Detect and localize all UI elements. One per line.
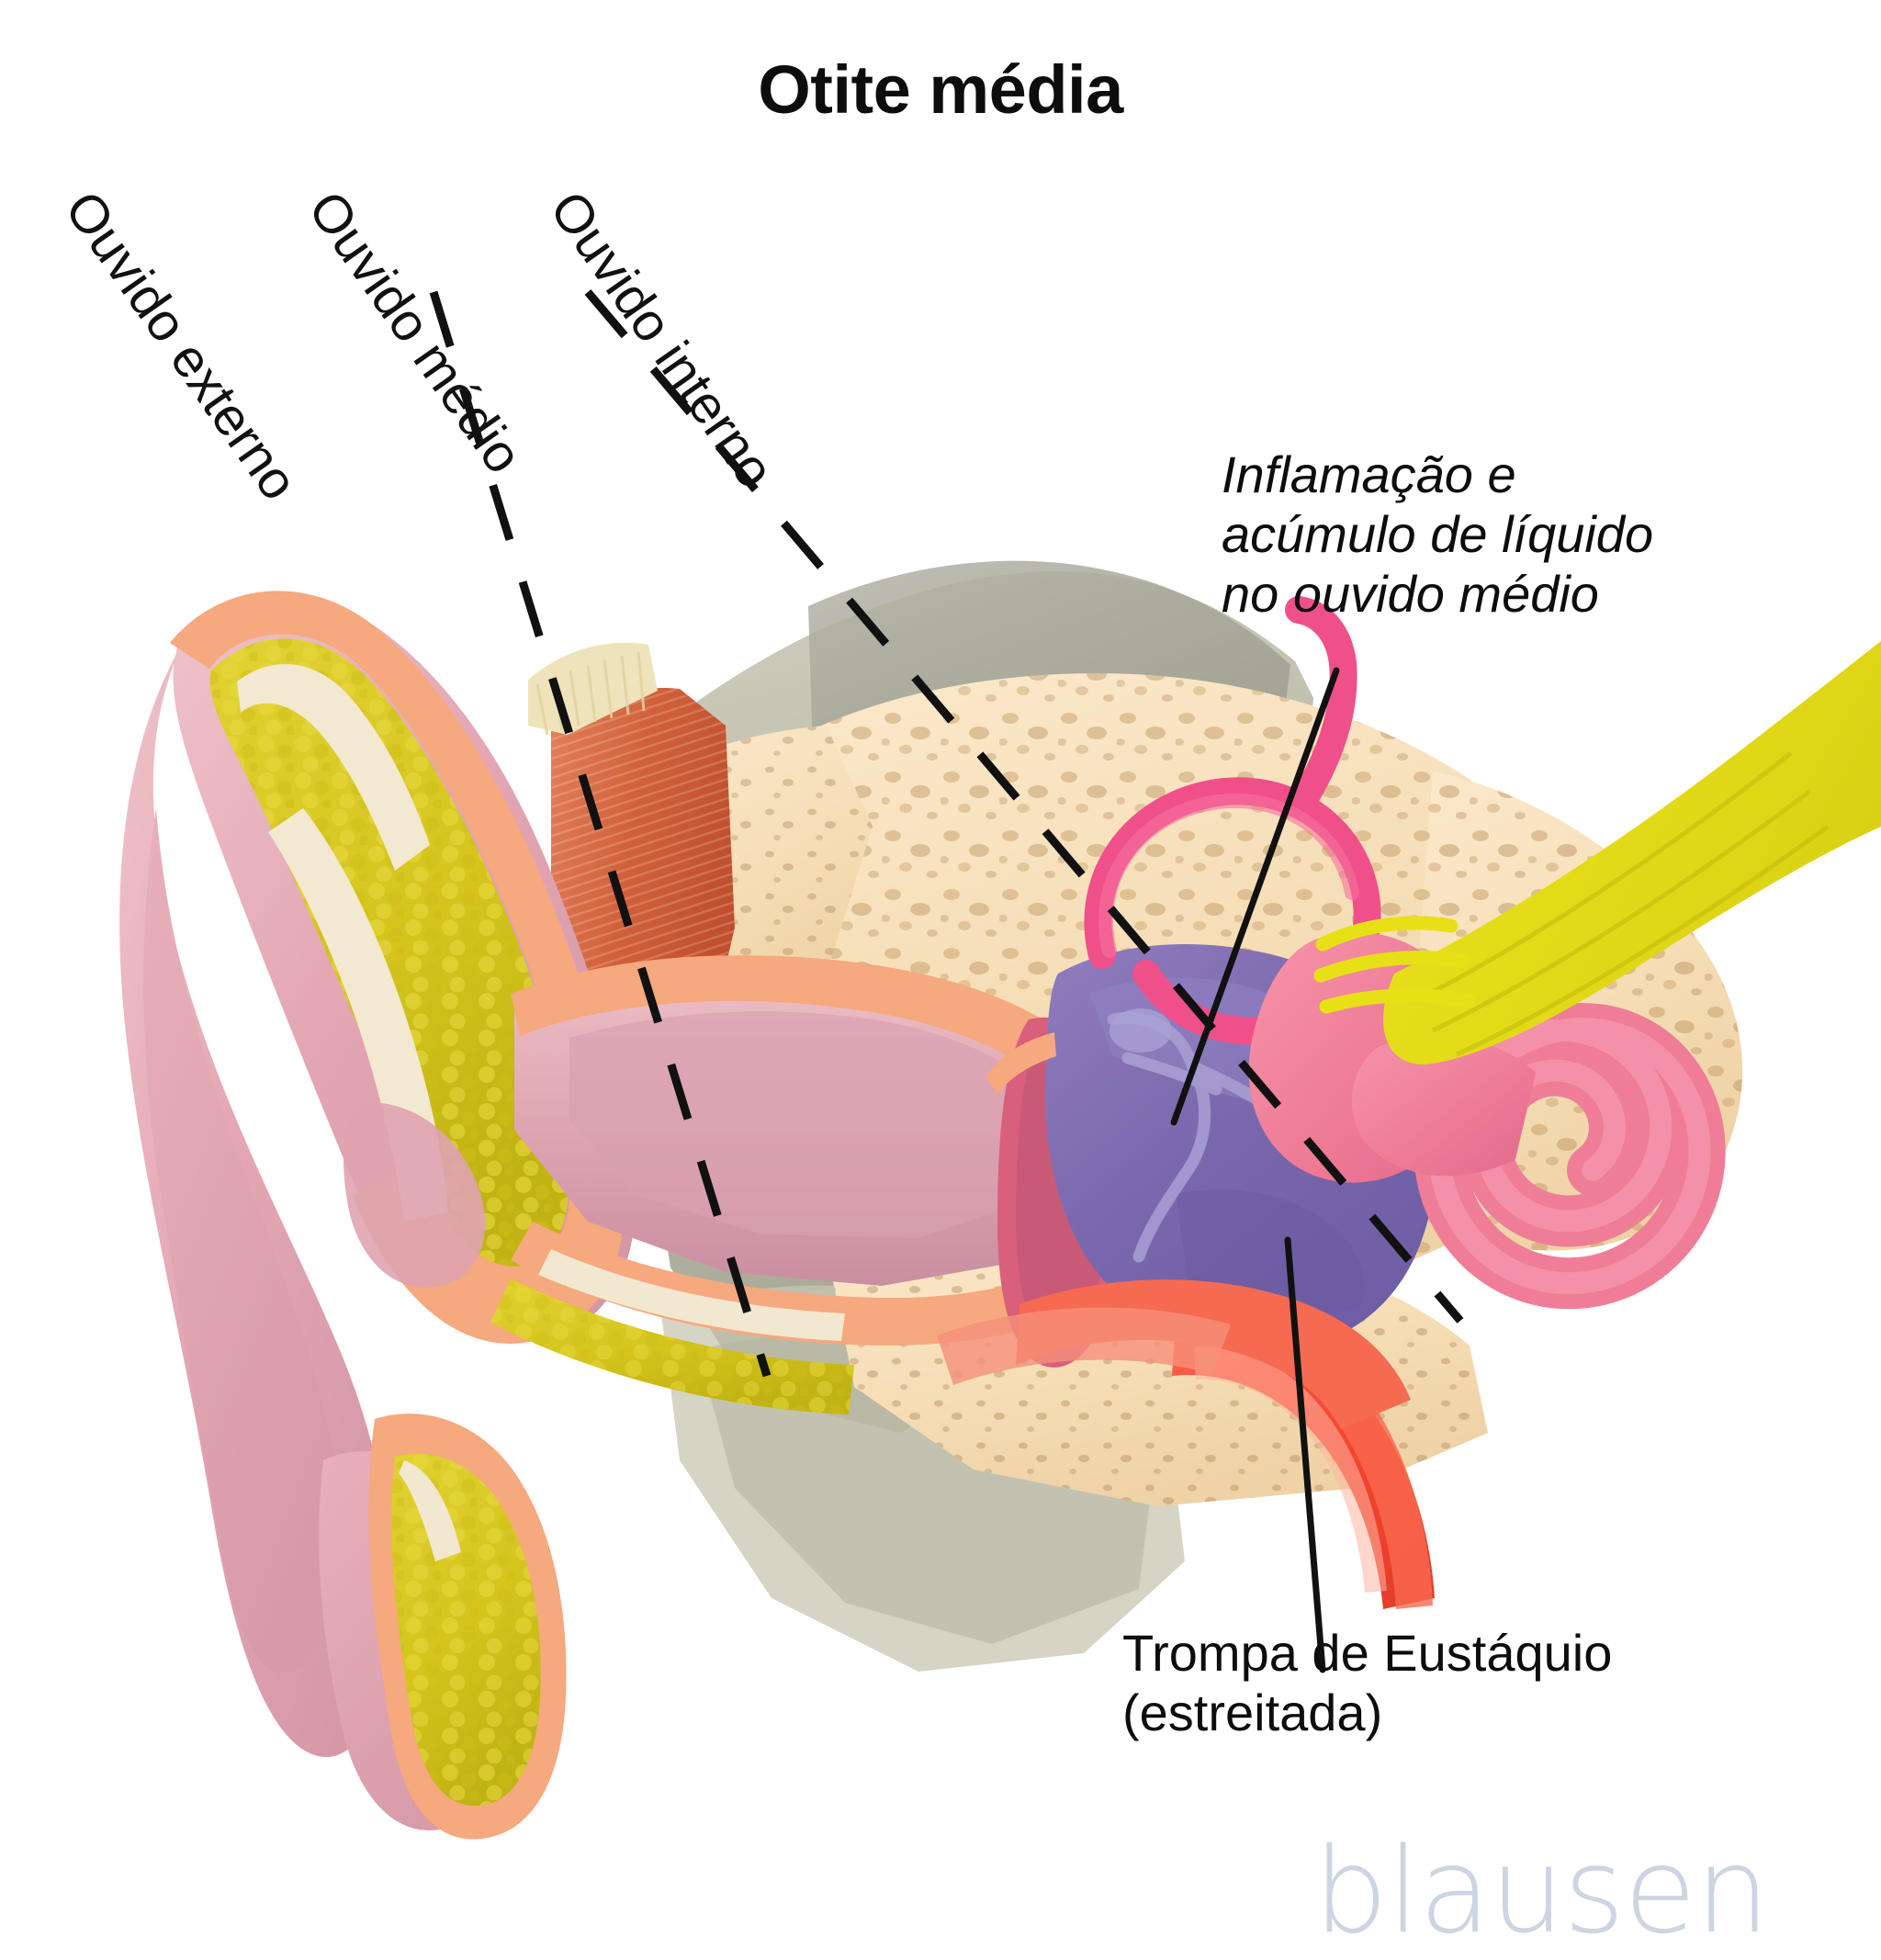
page-title: Otite média — [758, 51, 1123, 128]
divider-outer-middle — [429, 290, 772, 1378]
callout-eustachian-tube: Trompa de Eustáquio (estreitada) — [1122, 1624, 1613, 1741]
callout-inflammation: Inflamação e acúmulo de líquido no ouvid… — [1222, 445, 1654, 623]
divider-middle-inner — [584, 289, 1464, 1324]
leader-lines — [1170, 667, 1340, 1673]
vestibulocochlear-nerve — [1313, 641, 1881, 1064]
ear-canal — [490, 955, 1122, 1414]
inner-ear — [1084, 596, 1726, 1310]
region-divider-dashed-lines — [429, 289, 1464, 1378]
eustachian-tube — [937, 1279, 1435, 1609]
leader-inflammation — [1170, 667, 1340, 1126]
blausen-watermark: blausen — [1313, 1823, 1770, 1960]
leader-eustachian — [1284, 1236, 1326, 1673]
